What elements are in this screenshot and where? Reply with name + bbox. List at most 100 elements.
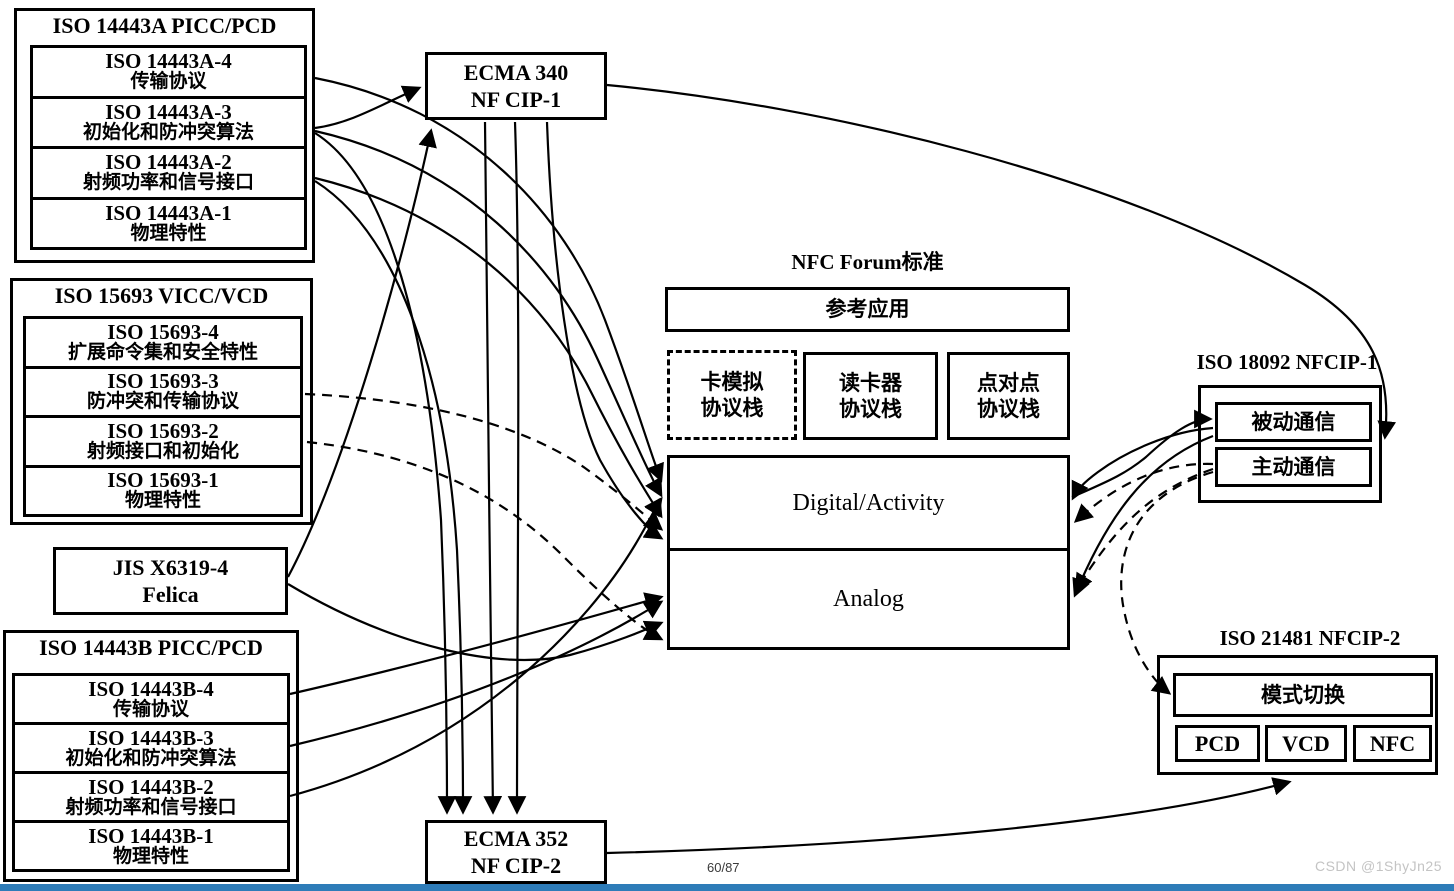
- layer-name: ISO 15693-1: [107, 468, 219, 493]
- edge-a4-digital: [314, 76, 664, 483]
- layer-name: ISO 14443B-1: [88, 823, 214, 848]
- layer-name: ISO 14443A-1: [105, 200, 232, 225]
- layer-desc: 射频接口和初始化: [86, 440, 239, 462]
- active-comm-box: 主动通信: [1215, 447, 1372, 487]
- jis-name: JIS X6319-4: [112, 554, 229, 580]
- ecma340-line1: ECMA 340: [463, 59, 569, 85]
- ecma352-line2: NF CIP-2: [470, 853, 562, 878]
- layer-iso14443b-2: ISO 14443B-2 射频功率和信号接口: [15, 771, 287, 820]
- layer-desc: 射频功率和信号接口: [65, 796, 237, 818]
- layer-name: ISO 14443A-4: [105, 49, 232, 74]
- layer-iso14443a-2: ISO 14443A-2 射频功率和信号接口: [33, 146, 304, 197]
- layer-name: ISO 15693-2: [107, 418, 219, 443]
- digital-activity-box: Digital/Activity: [667, 455, 1070, 551]
- edge-ecma352-iso21481: [606, 777, 1292, 855]
- edge-jis-ecma340: [287, 128, 437, 578]
- layer-desc: 物理特性: [112, 845, 189, 867]
- edge-a3-ecma352: [314, 132, 457, 815]
- edge-active-analog: [1074, 467, 1214, 593]
- iso14443b-layers: ISO 14443B-4 传输协议 ISO 14443B-3 初始化和防冲突算法…: [12, 673, 290, 872]
- p2p-stack-box: 点对点 协议栈: [947, 352, 1070, 440]
- layer-name: ISO 15693-4: [107, 319, 219, 344]
- edge-digital-passive: [1071, 409, 1213, 499]
- edge-ecma340-ecma352-2: [507, 121, 527, 815]
- layer-iso15693-4: ISO 15693-4 扩展命令集和安全特性: [26, 319, 300, 366]
- layer-desc: 物理特性: [124, 490, 201, 512]
- layer-desc: 初始化和防冲突算法: [82, 121, 254, 143]
- edge-a3-digital: [314, 129, 663, 498]
- edge-active-digital: [1073, 462, 1214, 523]
- mode-switch-box: 模式切换: [1173, 673, 1433, 717]
- ecma340-line2: NF CIP-1: [470, 87, 562, 112]
- watermark-text: CSDN @1ShyJn25: [1314, 858, 1442, 874]
- layer-iso14443b-4: ISO 14443B-4 传输协议: [15, 676, 287, 722]
- passive-comm-box: 被动通信: [1215, 402, 1372, 442]
- edge-ecma340-ecma352-1: [483, 121, 503, 815]
- vcd-label: VCD: [1282, 730, 1330, 756]
- iso21481-title: ISO 21481 NFCIP-2: [1219, 626, 1401, 650]
- iso14443a-title: ISO 14443A PICC/PCD: [52, 13, 277, 38]
- stack-line1: 点对点: [977, 370, 1040, 395]
- layer-desc: 物理特性: [130, 222, 207, 244]
- reference-app-box: 参考应用: [665, 287, 1070, 332]
- layer-desc: 初始化和防冲突算法: [65, 747, 237, 769]
- analog-label: Analog: [833, 586, 904, 612]
- edge-ecma340-iso18092: [606, 83, 1396, 440]
- edge-a2-ecma352: [314, 180, 473, 815]
- layer-desc: 传输协议: [112, 698, 189, 720]
- edge-b3-analog: [289, 600, 664, 748]
- layer-desc: 射频功率和信号接口: [82, 172, 254, 194]
- jis-desc: Felica: [142, 582, 199, 607]
- layer-iso15693-2: ISO 15693-2 射频接口和初始化: [26, 415, 300, 465]
- edge-15693-3-digital: [304, 392, 664, 531]
- iso14443a-group: ISO 14443A PICC/PCD: [14, 8, 315, 263]
- bottom-accent-bar: [0, 884, 1454, 891]
- iso15693-group: ISO 15693 VICC/VCD: [10, 278, 313, 525]
- ecma340-box: ECMA 340 NF CIP-1: [425, 52, 607, 120]
- layer-iso14443a-4: ISO 14443A-4 传输协议: [33, 48, 304, 96]
- edge-active-modeswitch: [1120, 470, 1214, 695]
- nfc-box: NFC: [1353, 725, 1432, 762]
- digital-activity-label: Digital/Activity: [792, 490, 945, 516]
- reference-app-label: 参考应用: [825, 297, 910, 322]
- nfc-forum-title: NFC Forum标准: [791, 250, 944, 274]
- layer-desc: 扩展命令集和安全特性: [67, 341, 258, 363]
- layer-name: ISO 14443B-2: [88, 774, 214, 799]
- ecma352-box: ECMA 352 NF CIP-2: [425, 820, 607, 884]
- iso18092-title: ISO 18092 NFCIP-1: [1196, 350, 1378, 374]
- edge-ecma340-digital: [545, 121, 664, 540]
- stack-line2: 协议栈: [839, 397, 902, 421]
- layer-desc: 传输协议: [130, 71, 207, 93]
- layer-name: ISO 15693-3: [107, 369, 219, 394]
- layer-desc: 防冲突和传输协议: [86, 391, 239, 413]
- jis-box: JIS X6319-4 Felica: [53, 547, 288, 615]
- layer-iso15693-1: ISO 15693-1 物理特性: [26, 464, 300, 515]
- iso21481-box: [1157, 655, 1438, 775]
- iso14443b-group: ISO 14443B PICC/PCD: [3, 630, 299, 882]
- layer-name: ISO 14443B-4: [88, 676, 214, 701]
- pcd-box: PCD: [1175, 725, 1260, 762]
- iso14443b-title: ISO 14443B PICC/PCD: [39, 635, 263, 660]
- iso15693-title: ISO 15693 VICC/VCD: [54, 283, 269, 308]
- layer-iso14443b-1: ISO 14443B-1 物理特性: [15, 820, 287, 869]
- pcd-label: PCD: [1194, 730, 1241, 756]
- edge-passive-digital: [1071, 426, 1214, 501]
- mode-switch-label: 模式切换: [1261, 682, 1345, 707]
- iso14443a-layers: ISO 14443A-4 传输协议 ISO 14443A-3 初始化和防冲突算法…: [30, 45, 307, 250]
- reader-stack-box: 读卡器 协议栈: [803, 352, 938, 440]
- stack-line2: 协议栈: [977, 397, 1040, 421]
- layer-iso14443a-1: ISO 14443A-1 物理特性: [33, 196, 304, 248]
- layer-name: ISO 14443A-2: [105, 150, 232, 175]
- edge-15693-2-analog: [306, 440, 664, 641]
- page-number: 60/87: [707, 860, 740, 875]
- vcd-box: VCD: [1265, 725, 1347, 762]
- layer-iso14443a-3: ISO 14443A-3 初始化和防冲突算法: [33, 95, 304, 147]
- layer-iso15693-3: ISO 15693-3 防冲突和传输协议: [26, 365, 300, 416]
- nfc-label: NFC: [1369, 730, 1416, 756]
- passive-comm-label: 被动通信: [1251, 409, 1336, 434]
- iso15693-layers: ISO 15693-4 扩展命令集和安全特性 ISO 15693-3 防冲突和传…: [23, 316, 303, 517]
- stack-line1: 卡模拟: [700, 369, 764, 394]
- stack-line1: 读卡器: [839, 370, 902, 395]
